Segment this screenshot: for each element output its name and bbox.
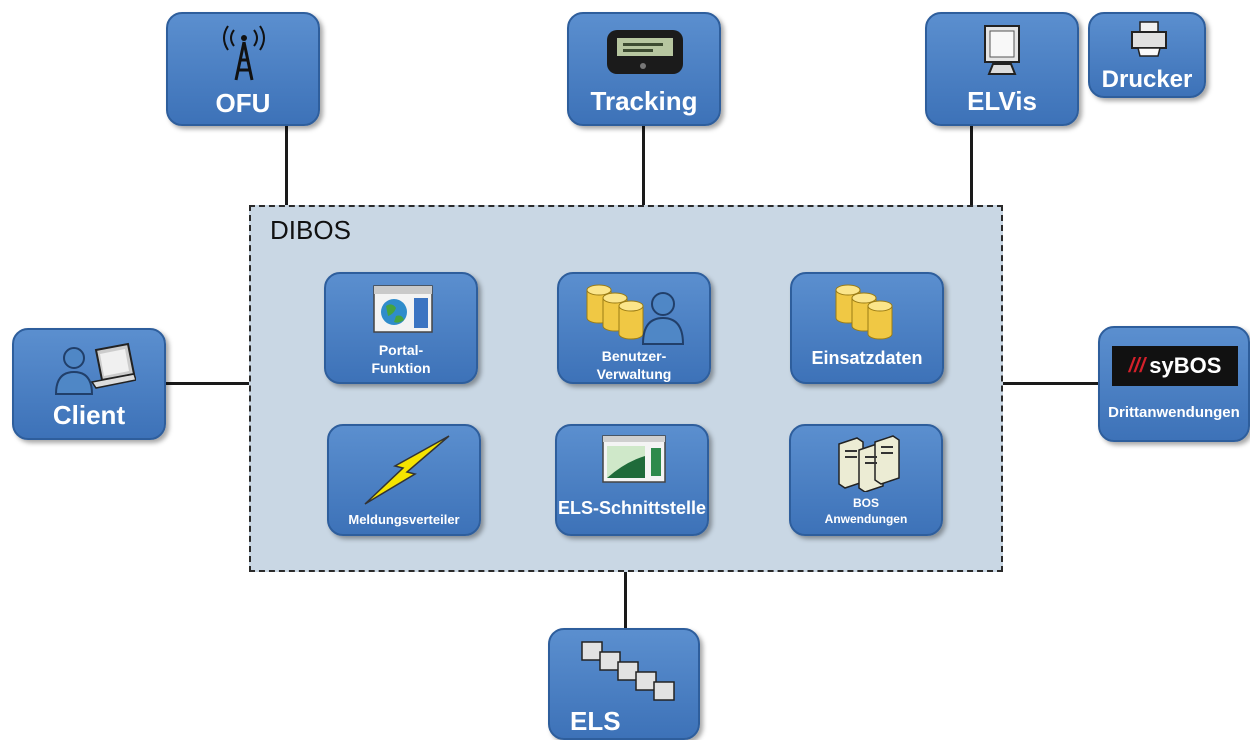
benutzer-verwaltung-line2: Verwaltung: [596, 366, 672, 382]
sybos-logo: /// syBOS: [1112, 346, 1238, 386]
dibos-title: DIBOS: [270, 215, 351, 245]
drucker-label: Drucker: [1101, 66, 1193, 93]
els-node[interactable]: ELS: [548, 628, 700, 740]
bos-anwendungen-node[interactable]: BOS Anwendungen: [789, 424, 943, 536]
printer-icon: [1131, 21, 1167, 57]
els-label: ELS: [570, 706, 621, 736]
ofu-label: OFU: [215, 88, 271, 118]
connector-elvis: [970, 125, 973, 207]
connector-tracking: [642, 125, 645, 207]
lightning-icon: [364, 435, 450, 505]
portal-funktion-node[interactable]: Portal- Funktion: [324, 272, 478, 384]
drucker-node[interactable]: Drucker: [1088, 12, 1206, 98]
els-schnittstelle-label: ELS-Schnittstelle: [557, 498, 707, 518]
client-label: Client: [52, 400, 126, 430]
window-chart-icon: [602, 435, 666, 483]
database-icon: [835, 284, 893, 340]
servers-icon: [838, 435, 900, 492]
connector-ofu: [285, 125, 288, 207]
einsatzdaten-node[interactable]: Einsatzdaten: [790, 272, 944, 384]
antenna-icon: [223, 25, 265, 81]
sybos-node[interactable]: /// syBOS Drittanwendungen: [1098, 326, 1250, 442]
connector-sybos: [1002, 382, 1100, 385]
elvis-node[interactable]: ELVis: [925, 12, 1079, 126]
connector-els: [624, 570, 627, 630]
monitor-icon: [984, 25, 1020, 75]
portal-funktion-line1: Portal-: [378, 342, 424, 358]
browser-globe-icon: [373, 285, 433, 333]
connector-client: [165, 382, 250, 385]
meldungsverteiler-node[interactable]: Meldungsverteiler: [327, 424, 481, 536]
portal-funktion-line2: Funktion: [371, 360, 431, 376]
benutzer-verwaltung-line1: Benutzer-: [601, 348, 667, 364]
bos-anwendungen-line2: Anwendungen: [824, 512, 908, 526]
client-node[interactable]: Client: [12, 328, 166, 440]
sybos-logo-text: syBOS: [1149, 353, 1222, 378]
elvis-label: ELVis: [967, 86, 1037, 116]
drittanwendungen-label: Drittanwendungen: [1108, 404, 1240, 421]
database-user-icon: [586, 284, 685, 345]
bos-anwendungen-line1: BOS: [852, 496, 879, 510]
meldungsverteiler-label: Meldungsverteiler: [348, 512, 460, 527]
sybos-stripes-icon: ///: [1128, 354, 1146, 377]
user-laptop-icon: [54, 342, 136, 395]
einsatzdaten-label: Einsatzdaten: [811, 348, 923, 368]
benutzer-verwaltung-node[interactable]: Benutzer- Verwaltung: [557, 272, 711, 384]
els-schnittstelle-node[interactable]: ELS-Schnittstelle: [555, 424, 709, 536]
ofu-node[interactable]: OFU: [166, 12, 320, 126]
tracking-label: Tracking: [590, 86, 698, 116]
tracking-node[interactable]: Tracking: [567, 12, 721, 126]
monitors-icon: [581, 641, 675, 701]
pager-icon: [607, 30, 683, 74]
